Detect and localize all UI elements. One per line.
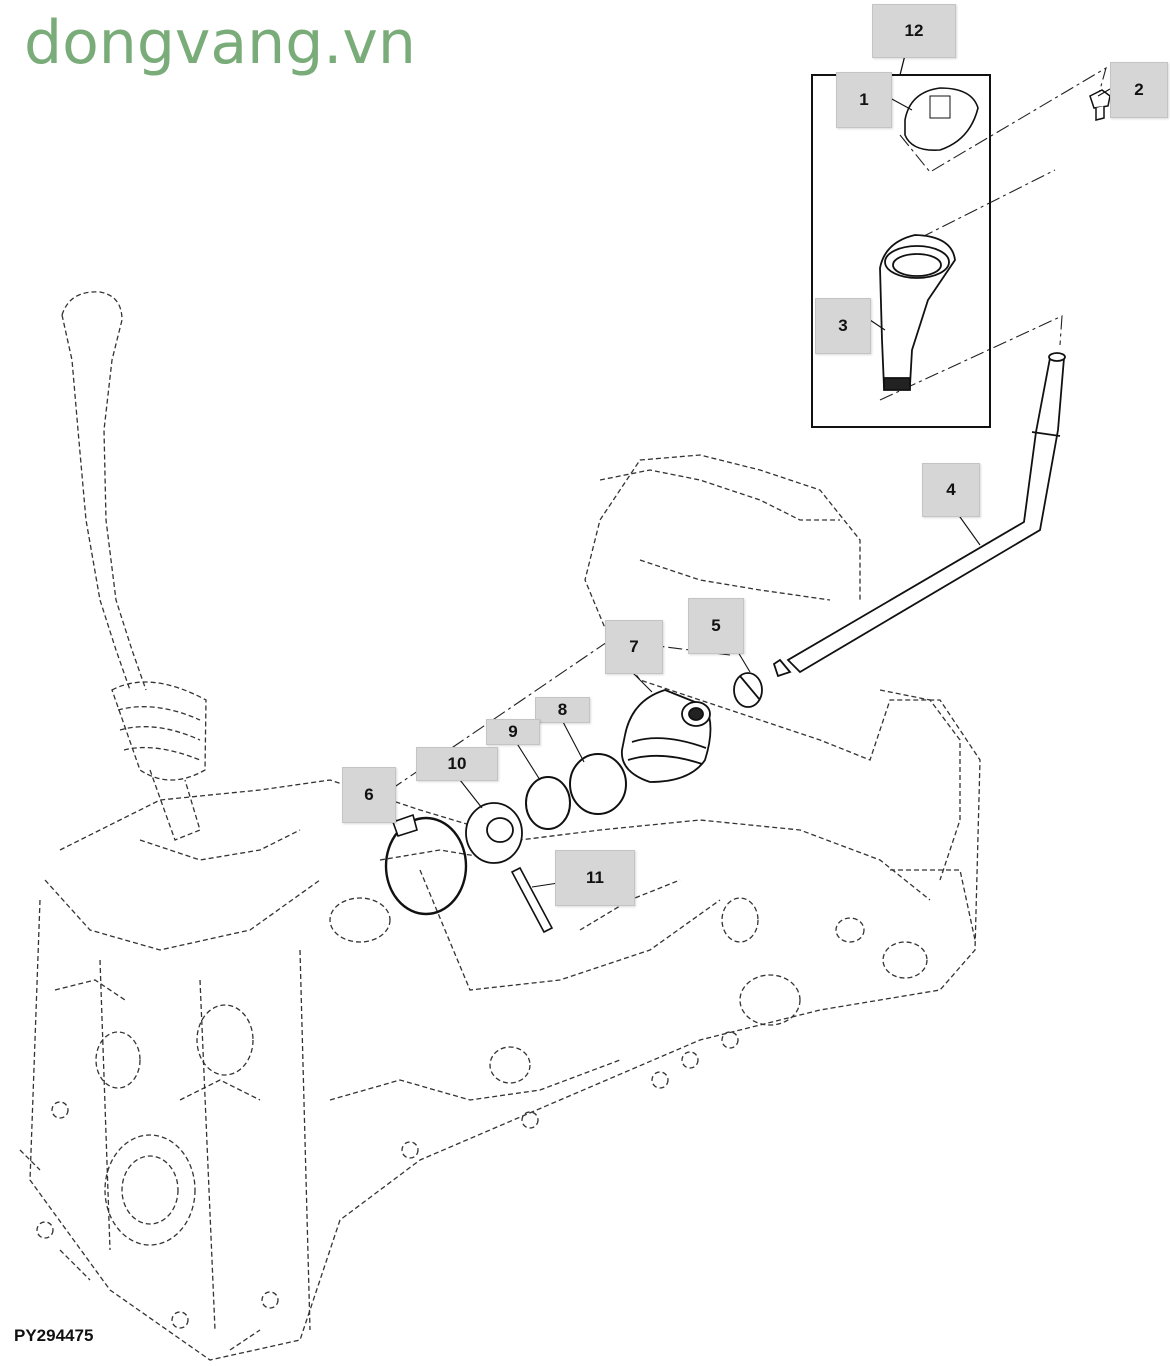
callout-5[interactable]: 5 [688, 598, 744, 654]
part-1-knob-cap [904, 87, 979, 152]
leader-12 [899, 54, 906, 76]
callout-2[interactable]: 2 [1110, 62, 1168, 118]
part-3-handle [879, 234, 956, 391]
part-6-clamp [384, 813, 468, 916]
part-5-clip [733, 672, 763, 708]
callout-3[interactable]: 3 [815, 298, 871, 354]
transmission-housing-ghost [19, 454, 981, 1361]
part-11-pin [510, 866, 554, 934]
callout-4[interactable]: 4 [922, 463, 980, 517]
callout-7[interactable]: 7 [605, 620, 663, 674]
part-8-snap-ring [569, 753, 627, 815]
part-10-ball-bushing [465, 802, 523, 864]
part-7-boot [621, 689, 712, 783]
original-lever-ghost [61, 291, 207, 841]
callout-10[interactable]: 10 [416, 747, 498, 781]
callout-6[interactable]: 6 [342, 767, 396, 823]
figure-id: PY294475 [14, 1326, 94, 1345]
part-9-snap-ring [525, 776, 571, 830]
part-2-screw [1089, 89, 1111, 121]
callout-1[interactable]: 1 [836, 72, 892, 128]
callout-9[interactable]: 9 [486, 719, 540, 745]
watermark-text: dongvang.vn [24, 8, 416, 78]
part-4-shift-rod [772, 352, 1066, 678]
callout-12[interactable]: 12 [872, 4, 956, 58]
alignment-lines [389, 66, 1107, 791]
kit-box [811, 74, 991, 428]
callout-8[interactable]: 8 [535, 697, 590, 723]
callout-11[interactable]: 11 [555, 850, 635, 906]
